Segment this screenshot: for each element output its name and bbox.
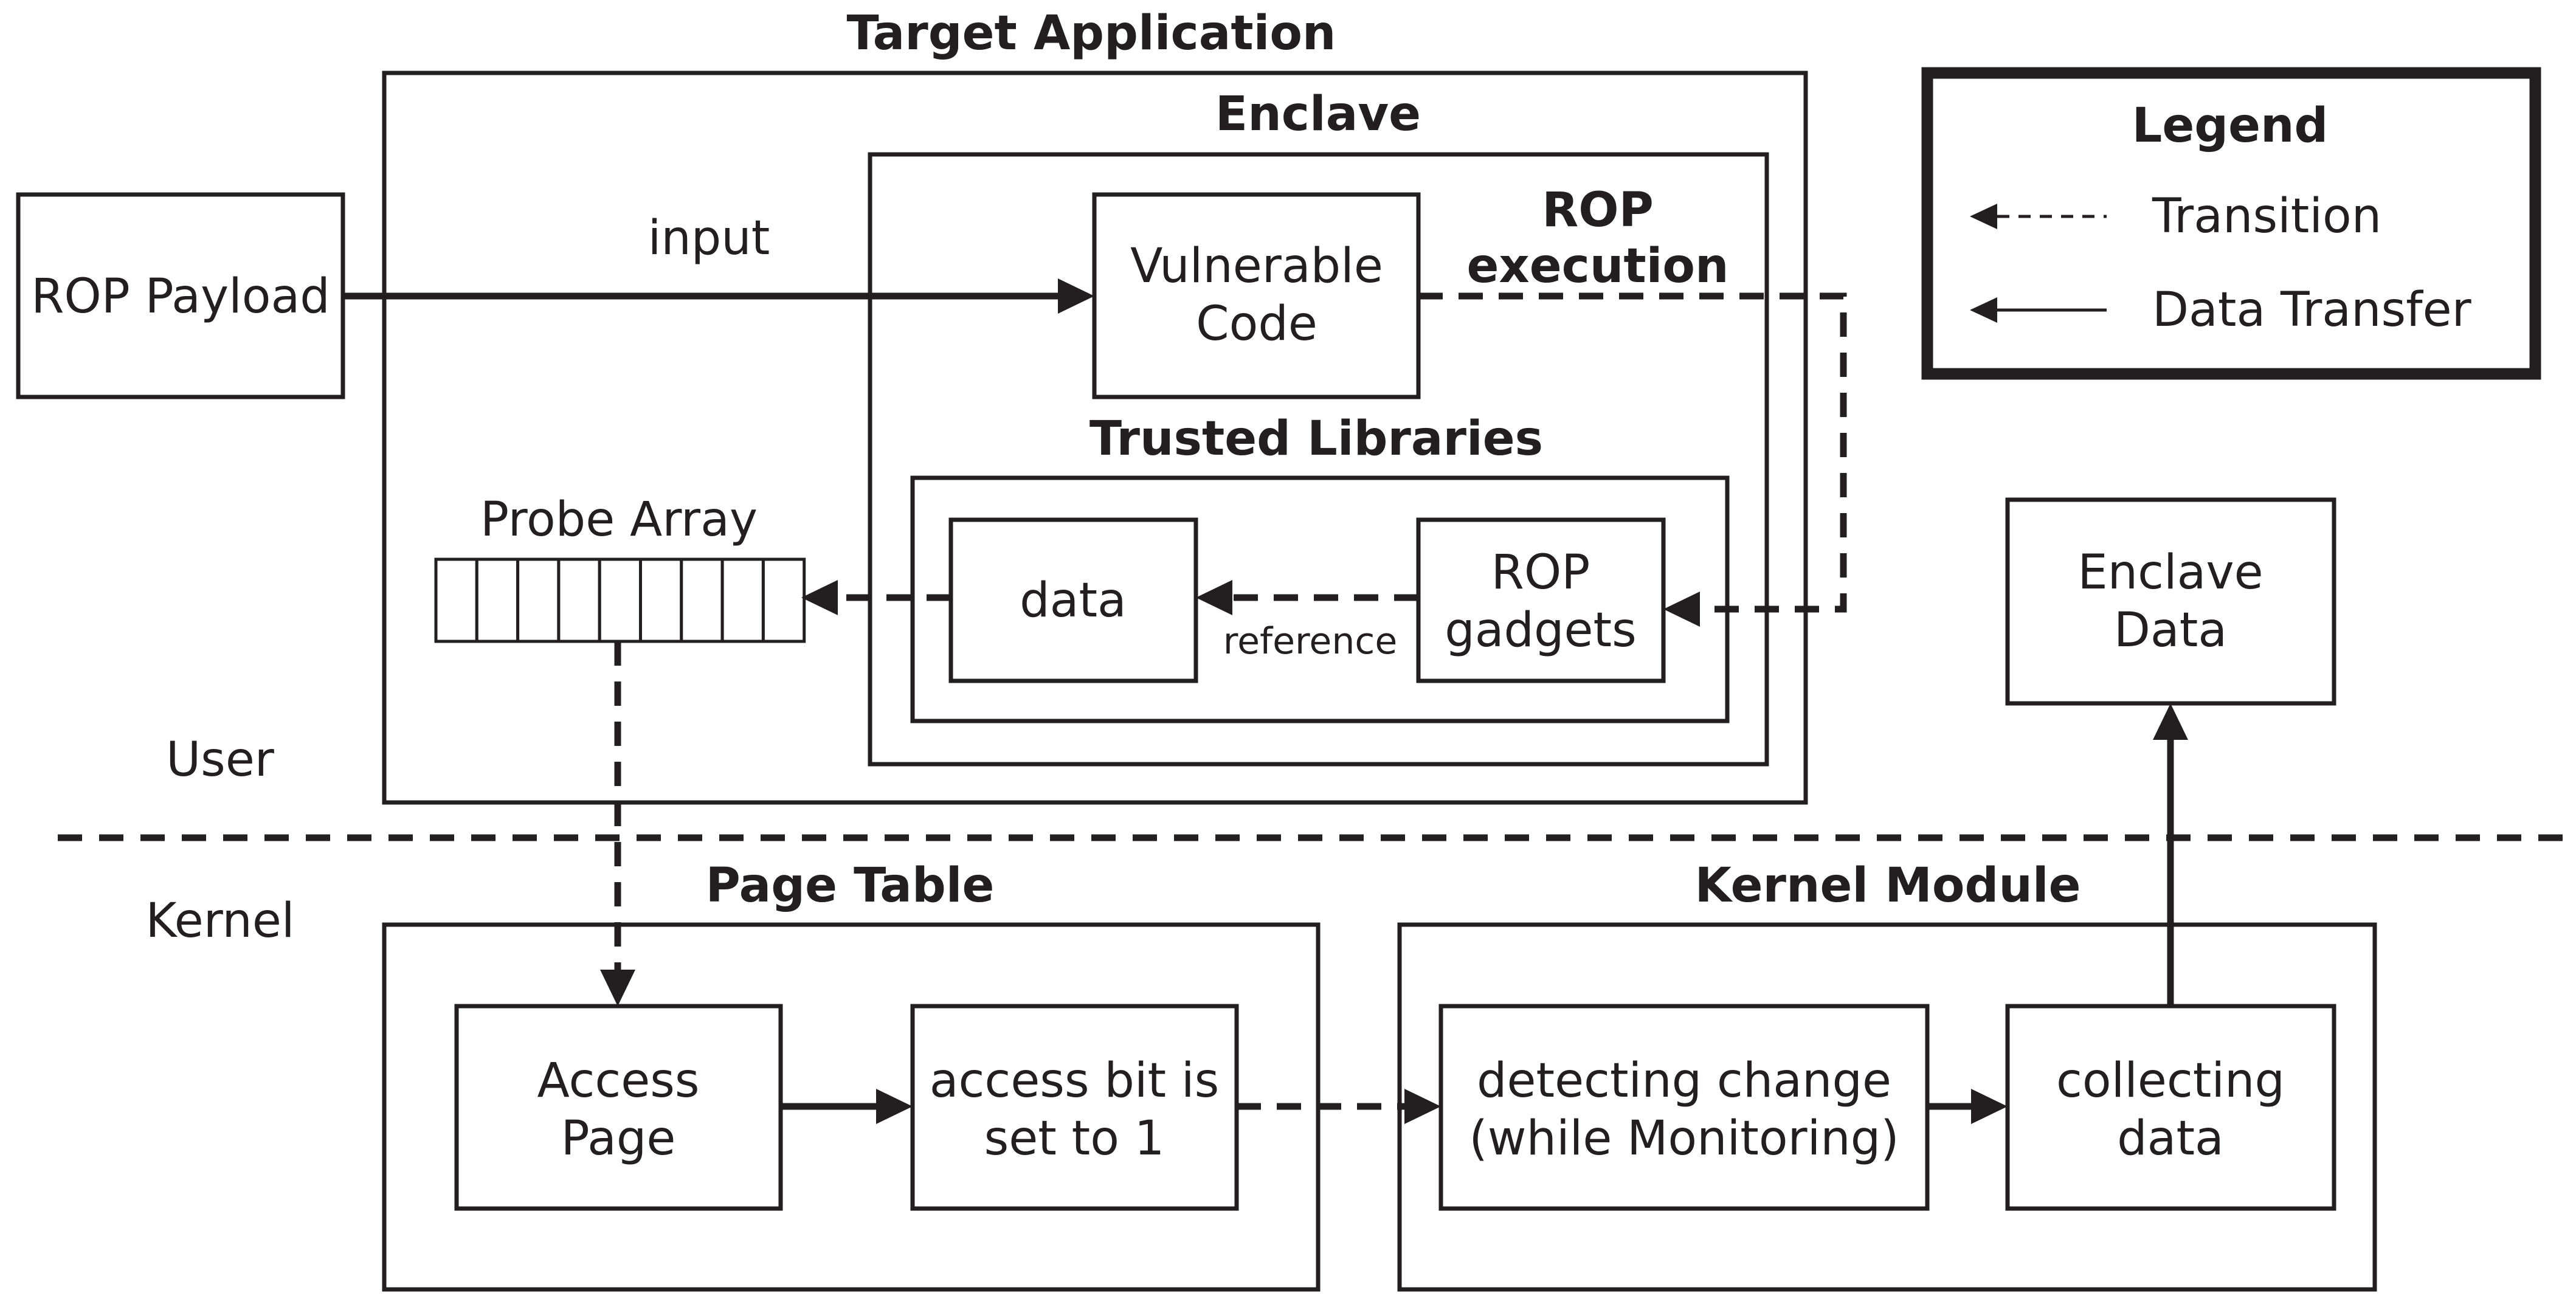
- collecting-to-enclave-data-arrow-head: [2153, 703, 2188, 740]
- enclave-title: Enclave: [1215, 87, 1421, 142]
- data-box: [948, 517, 1198, 683]
- rop-execution-label-line1: ROP: [1542, 183, 1654, 238]
- enclave-data-box: [2005, 497, 2336, 706]
- legend-transition-arrow-head: [1970, 204, 1997, 229]
- user-label: User: [166, 733, 275, 787]
- kernel-module-title: Kernel Module: [1695, 858, 2081, 913]
- reference-arrow-head: [1196, 580, 1232, 615]
- enclave-data-label-line1: Enclave: [2077, 545, 2263, 600]
- bit-to-detecting-arrow-head: [1404, 1089, 1441, 1124]
- probe-array-cell: [434, 557, 478, 643]
- legend-title: Legend: [2132, 98, 2329, 153]
- rop-execution-path: [1418, 292, 1847, 613]
- vulnerable-code-label-line2: Code: [1196, 297, 1317, 351]
- rop-gadgets-label-line1: ROP: [1491, 545, 1590, 600]
- legend-box: [1921, 67, 2541, 380]
- probe-array-cell: [639, 557, 683, 643]
- access-bit-label-line2: set to 1: [984, 1111, 1165, 1166]
- probe-array-cell: [680, 557, 724, 643]
- detecting-to-collecting-arrow-head: [1971, 1089, 2008, 1124]
- legend-transition-label: Transition: [2152, 189, 2381, 244]
- vulnerable-code-box: [1092, 192, 1421, 399]
- input-label: input: [648, 211, 770, 266]
- probe-array-cell: [761, 557, 806, 643]
- page-table-title: Page Table: [706, 858, 995, 913]
- probe-array-cell: [557, 557, 601, 643]
- probe-array-label: Probe Array: [480, 492, 758, 547]
- rop-gadgets-label-line2: gadgets: [1445, 603, 1637, 658]
- vulnerable-code-label-line1: Vulnerable: [1130, 239, 1383, 294]
- collecting-data-label-line1: collecting: [2056, 1054, 2285, 1108]
- reference-label: reference: [1223, 620, 1398, 663]
- input-arrow-head: [1058, 278, 1094, 314]
- collecting-data-label-line2: data: [2117, 1111, 2224, 1166]
- probe-to-access-page-arrow-head: [600, 970, 635, 1006]
- kernel-label: Kernel: [145, 894, 294, 948]
- probe-array-cell: [598, 557, 643, 643]
- probe-array: [434, 557, 806, 643]
- legend-data-transfer-arrow-head: [1970, 297, 1997, 323]
- enclave-data-label-line2: Data: [2114, 603, 2227, 658]
- probe-array-cell: [516, 557, 561, 643]
- detecting-change-label-line1: detecting change: [1477, 1054, 1891, 1108]
- data-label: data: [1020, 573, 1127, 628]
- access-page-to-bit-arrow-head: [876, 1089, 913, 1124]
- access-page-label-line2: Page: [561, 1111, 676, 1166]
- legend-data-transfer-label: Data Transfer: [2152, 283, 2472, 337]
- probe-array-cell: [720, 557, 765, 643]
- rop-execution-label-line2: execution: [1466, 239, 1728, 294]
- trusted-libraries-title: Trusted Libraries: [1089, 412, 1543, 466]
- target-application-title: Target Application: [847, 6, 1336, 61]
- collecting-data-box: [2005, 1004, 2336, 1211]
- access-page-label-line1: Access: [537, 1054, 699, 1108]
- data-to-probe-arrow-head: [801, 580, 838, 615]
- probe-array-cell: [475, 557, 520, 643]
- rop-execution-arrow-head: [1663, 592, 1700, 627]
- access-bit-label-line1: access bit is: [930, 1054, 1220, 1108]
- rop-payload-label: ROP Payload: [31, 269, 330, 324]
- access-page-box: [454, 1004, 783, 1211]
- detecting-change-label-line2: (while Monitoring): [1469, 1111, 1899, 1166]
